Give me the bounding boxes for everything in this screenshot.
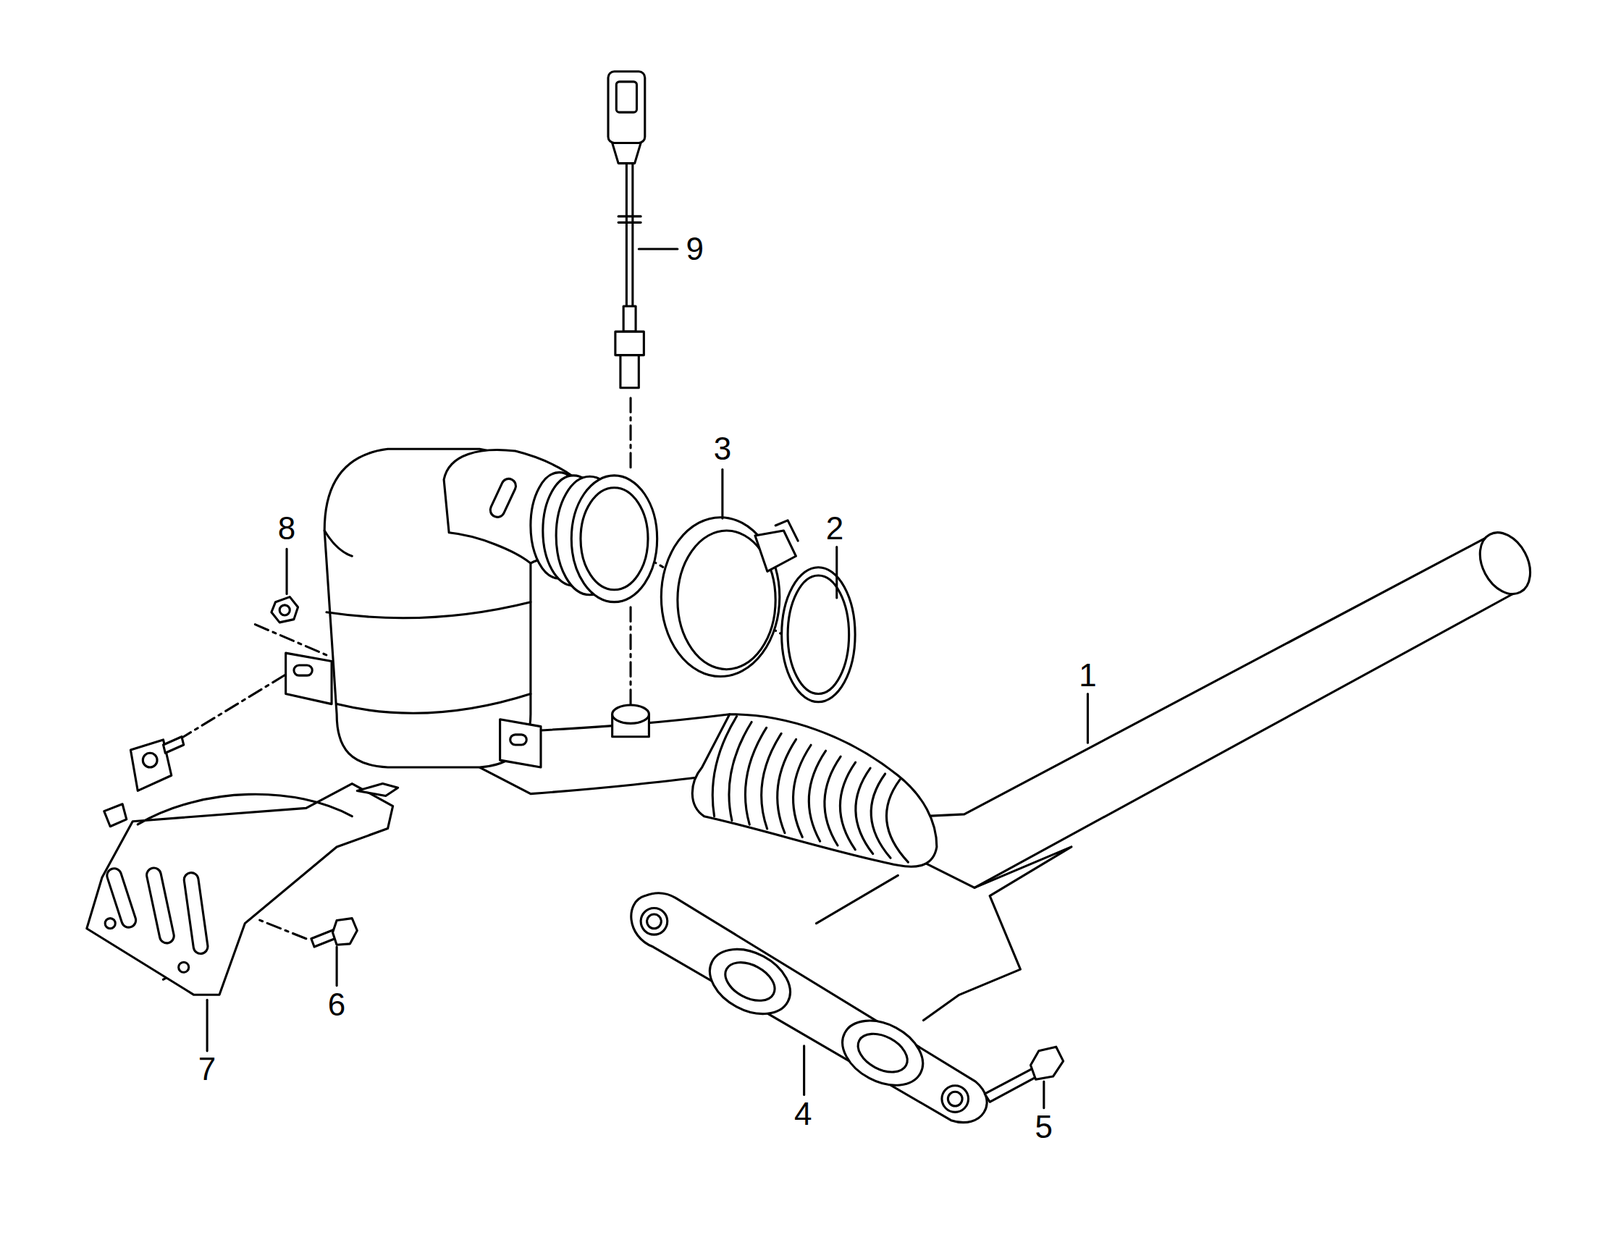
bellows-rib — [824, 756, 841, 846]
bellows-rib — [839, 762, 856, 850]
exhaust-pipe — [692, 524, 1540, 1021]
callout-number: 4 — [792, 1098, 814, 1131]
callout-number: 9 — [684, 233, 706, 265]
bellows-rib — [886, 779, 908, 863]
callout-number: 5 — [1033, 1111, 1055, 1144]
callout-number: 8 — [276, 512, 297, 545]
callout-number: 3 — [712, 432, 733, 465]
callout-number: 7 — [196, 1053, 218, 1086]
sealing-ring — [781, 567, 856, 703]
callout-number: 2 — [824, 512, 845, 545]
leader-lines — [207, 249, 1088, 1109]
rubber-mount-bracket — [631, 893, 1064, 1123]
callout-number: 6 — [326, 988, 347, 1021]
bellows-rib — [793, 744, 812, 837]
temperature-sensor — [608, 71, 646, 389]
clamp — [660, 517, 798, 677]
bellows-rib — [808, 750, 826, 842]
filter-bracket — [86, 597, 399, 996]
callout-number: 1 — [1077, 659, 1098, 692]
